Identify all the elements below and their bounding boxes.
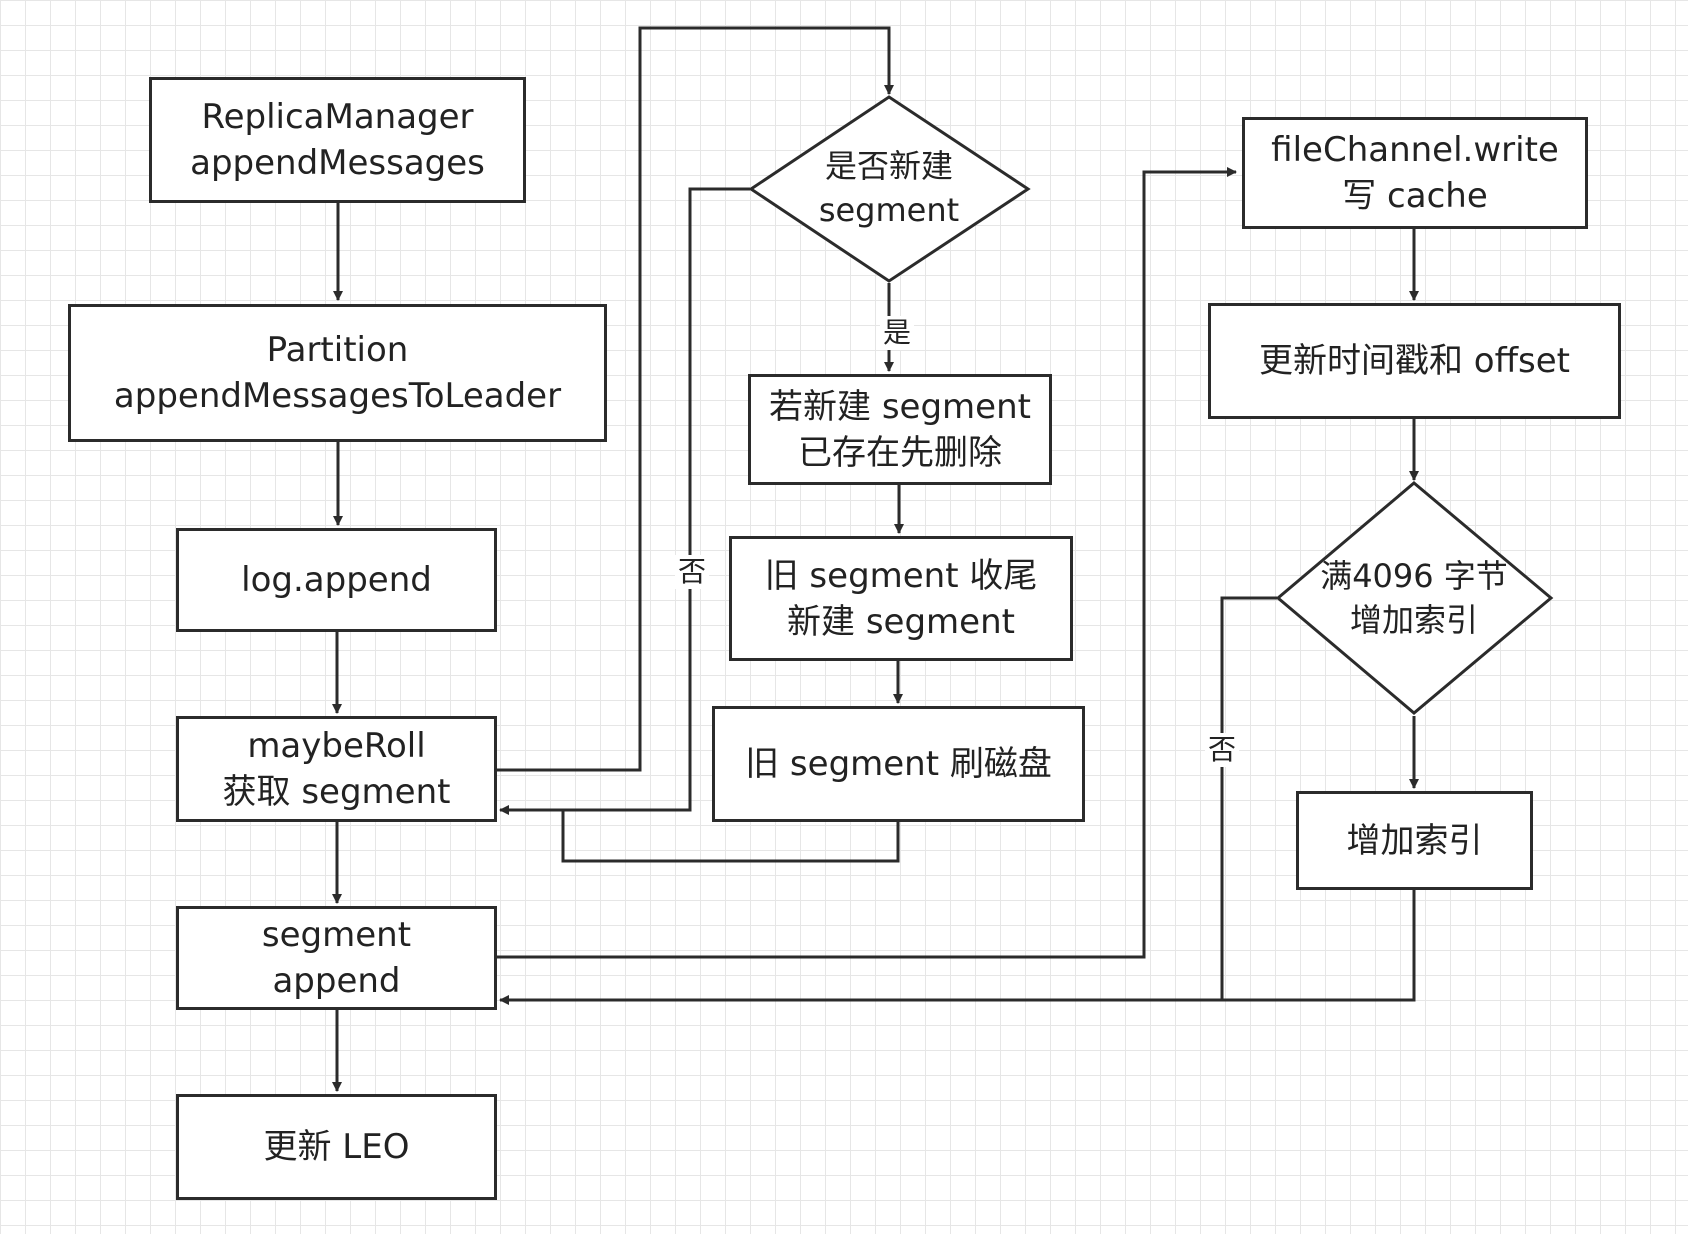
node-flush-old: 旧 segment 刷磁盘 (712, 706, 1085, 822)
edge-flush-to-maybe-roll (561, 810, 900, 863)
node-replica-manager-line1: ReplicaManager (201, 97, 474, 137)
node-close-old-new: 旧 segment 收尾 新建 segment (729, 536, 1073, 661)
decision-4096-bytes-line1: 满4096 字节 (1320, 557, 1508, 595)
node-delete-existing: 若新建 segment 已存在先删除 (748, 374, 1052, 485)
node-partition-line1: Partition (266, 330, 409, 370)
node-file-channel-write: fileChannel.write 写 cache (1242, 117, 1588, 229)
node-log-append-line1: log.append (241, 560, 432, 600)
node-maybe-roll-line1: maybeRoll (247, 726, 426, 766)
edge-add-index-to-segment-append (498, 890, 1416, 1006)
node-update-leo-line1: 更新 LEO (263, 1127, 410, 1167)
decision-new-segment-line1: 是否新建 (824, 147, 953, 185)
node-update-timestamp-offset-line1: 更新时间戳和 offset (1259, 341, 1570, 381)
node-file-channel-write-line1: fileChannel.write (1271, 130, 1559, 170)
decision-new-segment-text: 是否新建 segment (761, 140, 1017, 236)
edge-label-no-add-index: 否 (1205, 733, 1240, 767)
decision-diamond-new-segment (748, 95, 1031, 283)
decision-4096-bytes-line2: 增加索引 (1349, 601, 1478, 639)
decision-new-segment-line2: segment (818, 191, 960, 229)
node-update-timestamp-offset: 更新时间戳和 offset (1208, 303, 1621, 419)
node-log-append: log.append (176, 528, 497, 632)
node-partition: Partition appendMessagesToLeader (68, 304, 607, 442)
node-segment-append-line1: segment (261, 915, 412, 955)
node-update-leo: 更新 LEO (176, 1094, 497, 1200)
edge-label-yes: 是 (880, 316, 915, 350)
node-file-channel-write-line2: 写 cache (1342, 176, 1488, 216)
edge-decision-no-to-maybe-roll (498, 187, 750, 816)
edge-label-no-new-segment: 否 (675, 555, 710, 589)
node-add-index: 增加索引 (1296, 791, 1533, 890)
edge-bytes-decision-no (1220, 596, 1277, 1000)
node-close-old-new-line2: 新建 segment (787, 601, 1015, 642)
decision-4096-bytes-text: 满4096 字节 增加索引 (1294, 550, 1534, 646)
node-maybe-roll: maybeRoll 获取 segment (176, 716, 497, 822)
node-delete-existing-line1: 若新建 segment (769, 386, 1031, 427)
node-add-index-line1: 增加索引 (1346, 820, 1483, 861)
edge-maybe-roll-to-decision (497, 26, 895, 772)
node-segment-append-line2: append (272, 961, 401, 1001)
node-partition-line2: appendMessagesToLeader (113, 376, 562, 416)
node-delete-existing-line2: 已存在先删除 (798, 432, 1002, 473)
node-close-old-new-line1: 旧 segment 收尾 (764, 555, 1038, 596)
node-segment-append: segment append (176, 906, 497, 1010)
node-maybe-roll-line2: 获取 segment (222, 772, 451, 812)
decision-diamond-4096-bytes (1275, 481, 1554, 715)
node-replica-manager-line2: appendMessages (190, 143, 485, 183)
edge-segment-append-to-file-channel (497, 166, 1238, 959)
node-flush-old-line1: 旧 segment 刷磁盘 (745, 744, 1052, 784)
node-replica-manager: ReplicaManager appendMessages (149, 77, 526, 203)
